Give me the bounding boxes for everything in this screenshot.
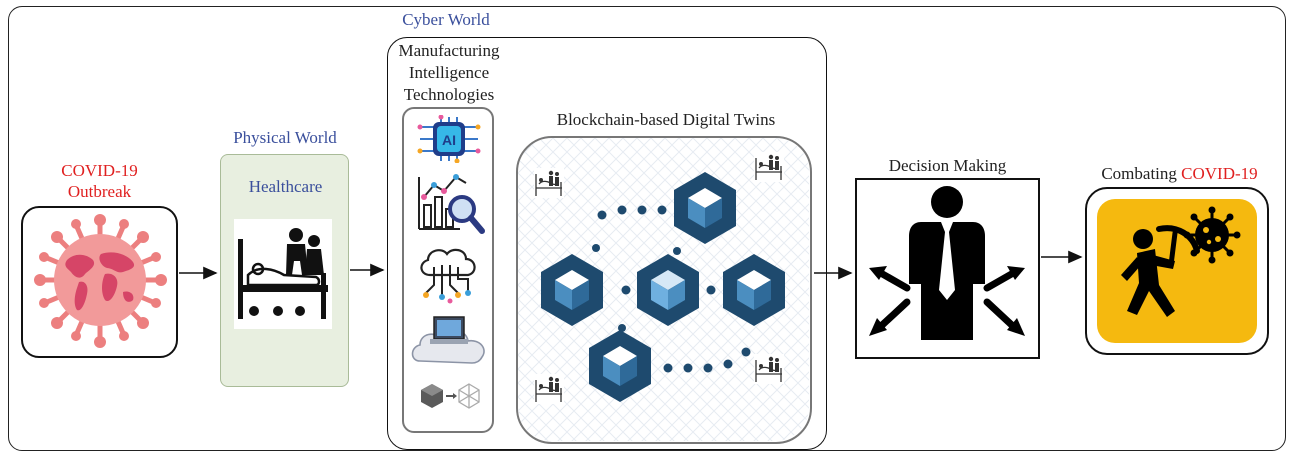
ai-chip-icon: AI [417, 115, 481, 163]
mit-title-line3: Technologies [403, 85, 495, 104]
cloud-computer-icon [411, 316, 485, 364]
analytics-icon [418, 174, 485, 234]
covid-title-line2: Outbreak [67, 182, 132, 201]
combating-box [1085, 187, 1269, 355]
cube-transform-icon [421, 383, 480, 409]
healthcare-box: Healthcare [220, 154, 349, 387]
digital-twins-box [516, 136, 812, 444]
decision-making-label: Decision Making [888, 156, 1007, 175]
patient-bed-icon [533, 373, 565, 405]
mit-title-line2: Intelligence [408, 63, 490, 82]
covid-title-line1: COVID-19 [61, 161, 138, 180]
fight-virus-icon [1121, 206, 1241, 317]
ai-badge-text: AI [442, 132, 456, 148]
physical-world-label: Physical World [233, 128, 337, 147]
cyber-world-label: Cyber World [402, 10, 490, 29]
mit-title-line1: Manufacturing [398, 41, 500, 60]
patient-bed-icon [753, 353, 785, 385]
blockchain-network-graphic [518, 138, 809, 441]
manufacturing-tech-box: AI [402, 107, 494, 433]
combating-prefix: Combating [1101, 164, 1182, 183]
healthcare-label: Healthcare [248, 177, 323, 196]
covid-outbreak-box [21, 206, 178, 358]
combating-highlight: COVID-19 [1181, 164, 1258, 183]
patient-bed-icon [533, 167, 565, 199]
cyber-world-box [387, 37, 827, 450]
decision-making-box [855, 178, 1040, 359]
cloud-network-icon [420, 248, 476, 304]
virus-globe-icon [34, 214, 167, 348]
combating-title: Combating COVID-19 [1072, 163, 1287, 184]
combat-badge [1097, 199, 1257, 343]
hospital-bed-icon [238, 228, 328, 319]
businessman-arrows-icon [869, 186, 1025, 340]
bdt-title: Blockchain-based Digital Twins [556, 110, 776, 129]
patient-bed-icon [753, 151, 785, 183]
outer-frame [8, 6, 1286, 451]
